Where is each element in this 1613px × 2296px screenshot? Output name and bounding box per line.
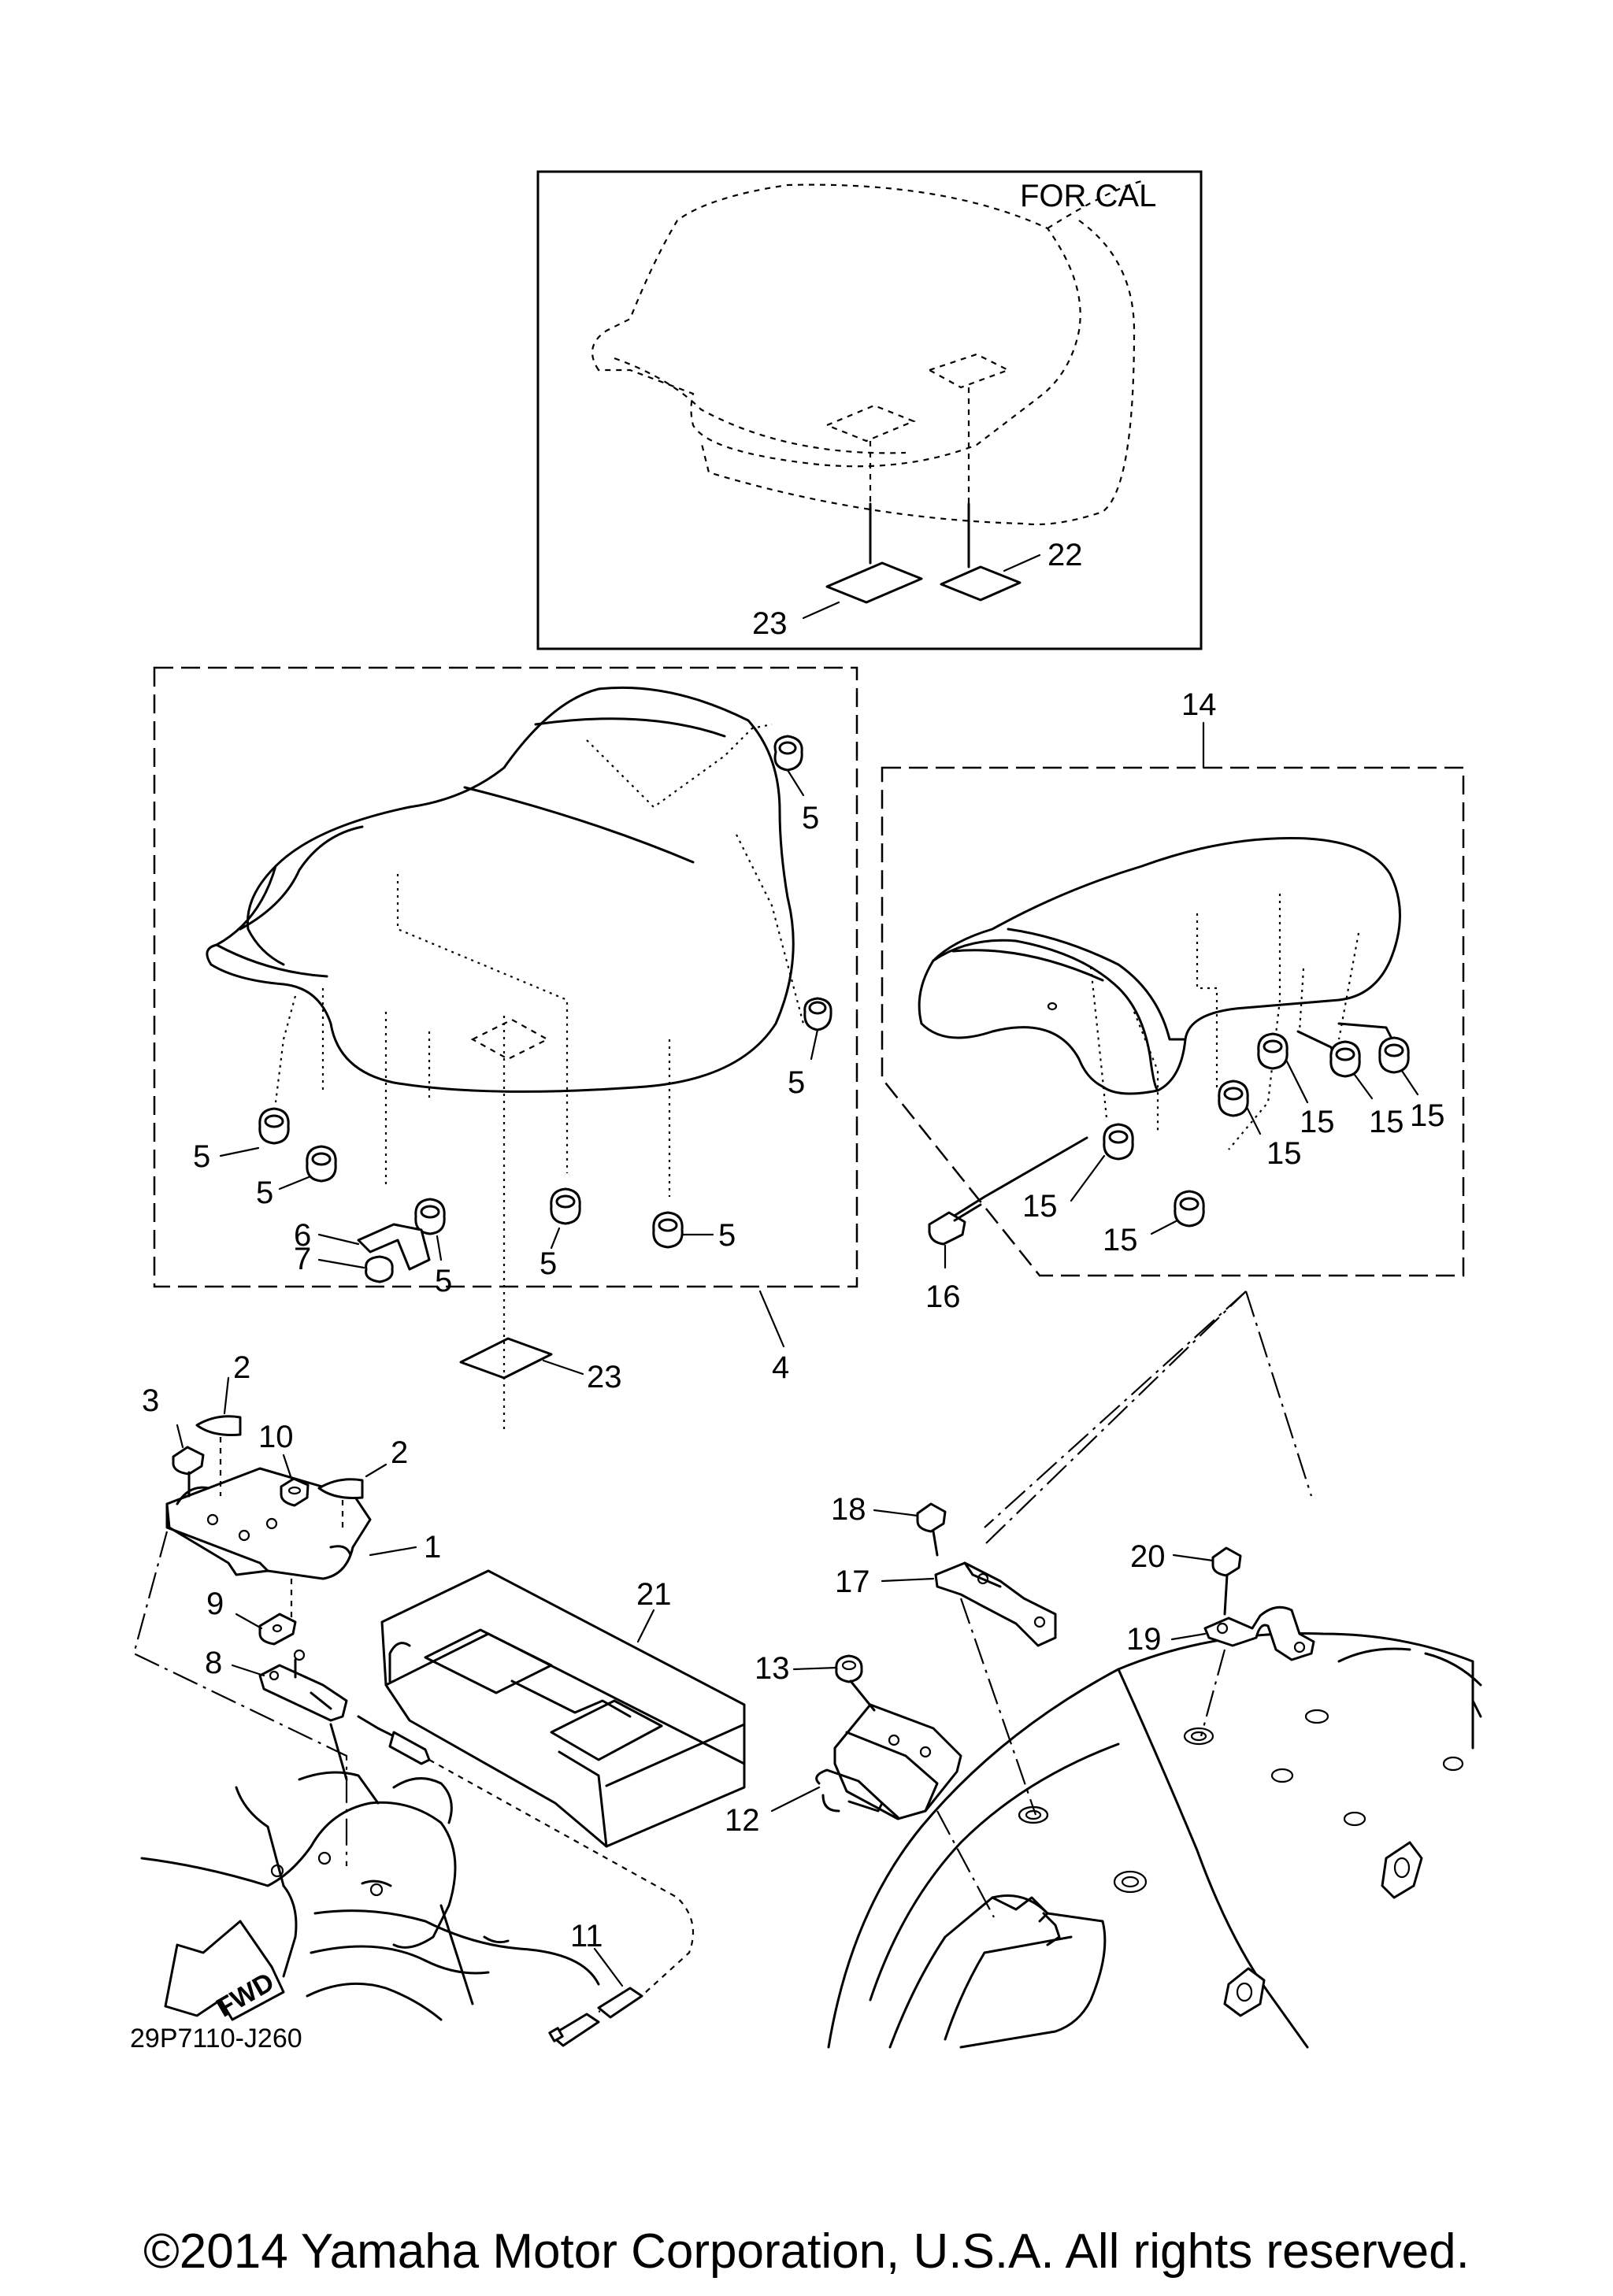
passenger-seat	[918, 836, 1401, 1095]
inset-frame	[536, 170, 1203, 650]
lock-8	[258, 1664, 348, 1722]
bracket-17	[934, 1561, 1057, 1647]
callout-14: 14	[1181, 687, 1217, 722]
callout-15: 15	[1410, 1098, 1445, 1133]
callout-9: 9	[206, 1587, 224, 1621]
frame-front	[140, 1723, 600, 2021]
fwd-arrow: FWD	[164, 1920, 285, 2024]
callout-5: 5	[540, 1246, 557, 1281]
grommet-5	[773, 735, 803, 772]
inset-label: FOR CAL	[1020, 179, 1156, 213]
grommet-5	[306, 1145, 337, 1183]
decal-22-inset	[940, 565, 1022, 602]
callout-10: 10	[258, 1420, 294, 1454]
grommet-15	[1378, 1036, 1410, 1074]
callout-15: 15	[1300, 1105, 1335, 1139]
diagram-code: 29P7110-J260	[130, 2024, 302, 2053]
callout-19: 19	[1126, 1622, 1162, 1657]
rear-fender	[827, 1632, 1482, 2049]
front-seat	[206, 686, 795, 1093]
bracket-19	[1203, 1605, 1315, 1661]
seat-group-frame	[153, 666, 858, 1288]
lock-assembly: 2 2 3 10 1 9 8 11	[132, 1350, 695, 2047]
inset-for-cal: FOR CAL 23 22	[536, 170, 1203, 650]
seat-assembly-group: 5 5 5 5 5 5 5 6 7 4 23	[153, 666, 858, 1433]
callout-17: 17	[835, 1565, 870, 1599]
bracket-6	[357, 1223, 431, 1271]
callout-20: 20	[1130, 1539, 1166, 1574]
cable-11	[357, 1715, 695, 2047]
callout-5: 5	[788, 1065, 805, 1100]
callout-1: 1	[424, 1530, 441, 1565]
callout-15: 15	[1022, 1189, 1058, 1224]
copyright-text: ©2014 Yamaha Motor Corporation, U.S.A. A…	[143, 2224, 1470, 2279]
grommet-15	[1174, 1190, 1205, 1228]
callout-13: 13	[755, 1651, 790, 1686]
callout-16: 16	[925, 1279, 961, 1314]
callout-5: 5	[193, 1139, 210, 1174]
callout-8: 8	[205, 1646, 222, 1680]
bolt-20	[1211, 1546, 1242, 1616]
inset-seat-outline	[591, 183, 1081, 468]
callout-23-inset: 23	[752, 606, 788, 641]
callout-6: 6	[294, 1218, 311, 1253]
decal-23	[459, 1337, 553, 1379]
bracket-12	[815, 1703, 962, 1820]
grommet-5	[550, 1187, 581, 1225]
callout-23: 23	[587, 1360, 622, 1394]
bracket-1	[165, 1467, 372, 1580]
callout-11: 11	[570, 1919, 603, 1953]
washer-9	[258, 1613, 297, 1646]
callout-22: 22	[1048, 538, 1083, 572]
callout-5: 5	[802, 801, 819, 835]
callout-5: 5	[718, 1218, 736, 1253]
callout-15: 15	[1266, 1136, 1302, 1171]
callout-5: 5	[256, 1176, 273, 1210]
pad-2	[317, 1478, 364, 1499]
callout-21: 21	[636, 1577, 672, 1612]
callout-12: 12	[725, 1803, 760, 1838]
callout-3: 3	[142, 1383, 159, 1418]
callout-15: 15	[1369, 1105, 1404, 1139]
grommet-15	[1218, 1079, 1249, 1117]
grommet-15	[1329, 1040, 1361, 1078]
nut-10	[280, 1477, 310, 1507]
decal-23-inset	[825, 561, 923, 604]
callout-18: 18	[831, 1492, 866, 1527]
callout-2: 2	[233, 1350, 250, 1385]
bolt-13	[835, 1654, 876, 1712]
pad-2	[195, 1415, 242, 1436]
callout-2: 2	[391, 1435, 408, 1470]
passenger-seat-group: 14	[881, 687, 1465, 1528]
bolt-16	[928, 1203, 982, 1246]
grommet-5	[652, 1211, 684, 1249]
grommet-15	[1257, 1032, 1289, 1070]
callout-15: 15	[1103, 1223, 1138, 1257]
bolt-3	[172, 1446, 205, 1498]
callout-4: 4	[772, 1350, 789, 1385]
grommet-5	[803, 997, 832, 1031]
grommet-5	[258, 1107, 290, 1145]
grommet-15	[1103, 1123, 1134, 1161]
callout-7: 7	[294, 1242, 311, 1276]
tray-21: 21	[380, 1569, 746, 1848]
passenger-group-frame	[881, 766, 1465, 1277]
callout-5: 5	[435, 1264, 452, 1298]
bolt-18	[916, 1502, 947, 1557]
